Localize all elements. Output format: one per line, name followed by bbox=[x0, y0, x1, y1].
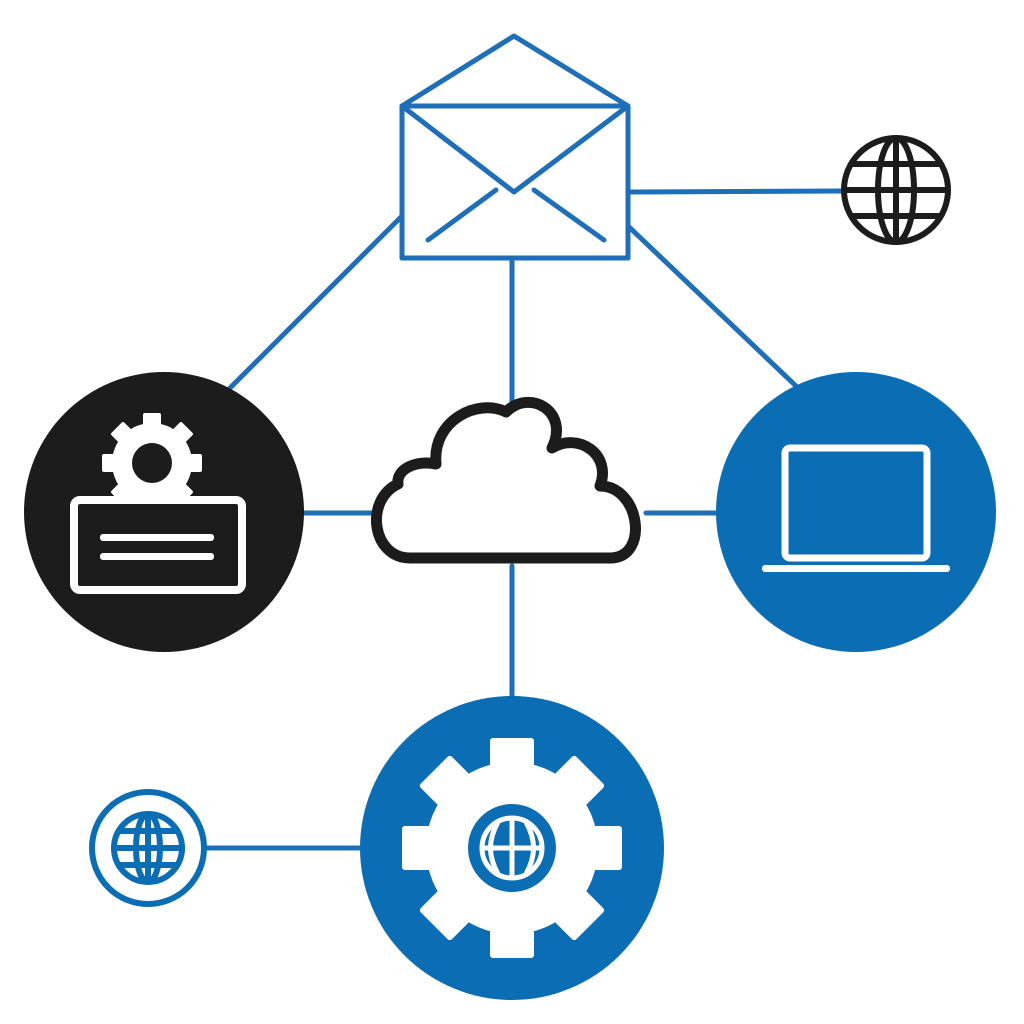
large-gear-icon bbox=[402, 738, 622, 958]
form-panel-icon bbox=[70, 496, 246, 594]
globe-icon-bottom-left bbox=[89, 789, 207, 907]
envelope-icon bbox=[399, 33, 631, 261]
connectors bbox=[203, 188, 845, 851]
inner-globe-icon bbox=[479, 815, 545, 881]
cloud-icon bbox=[371, 396, 641, 564]
laptop-icon bbox=[762, 444, 950, 572]
gear-icon bbox=[102, 413, 202, 513]
laptop-node bbox=[716, 372, 996, 652]
settings-panel-node bbox=[24, 372, 304, 652]
connector-email-to-globe bbox=[627, 188, 845, 195]
gear-node bbox=[360, 696, 664, 1000]
globe-icon-top-right bbox=[841, 135, 951, 245]
connector-email-to-laptop bbox=[625, 223, 799, 389]
connector-email-to-panel bbox=[225, 211, 407, 393]
laptop-circle bbox=[716, 372, 996, 652]
